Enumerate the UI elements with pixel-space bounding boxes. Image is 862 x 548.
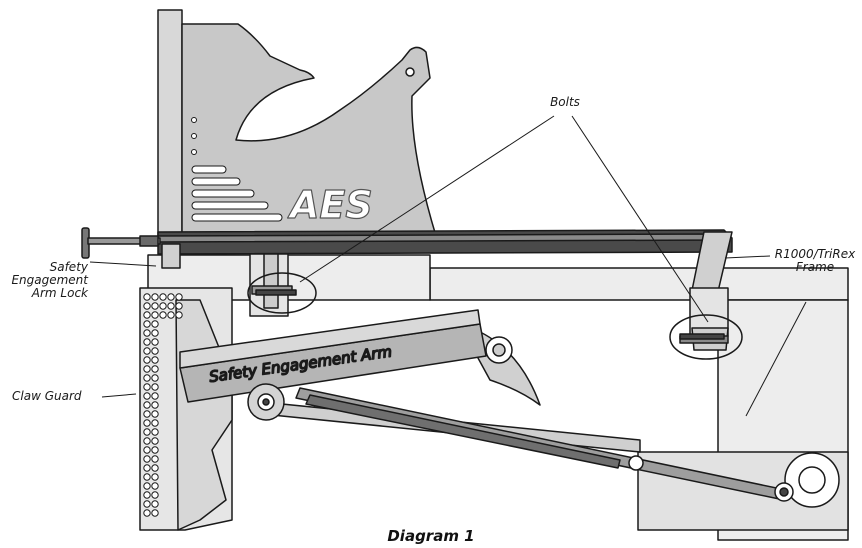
claw-guard-hole bbox=[151, 293, 159, 301]
claw-hook bbox=[475, 329, 541, 406]
main-beam bbox=[157, 229, 733, 301]
frame-label: R1000/TriRex Frame bbox=[770, 248, 860, 274]
bolts bbox=[255, 289, 725, 340]
claw-guard-hole bbox=[143, 473, 151, 481]
claw-guard-hole bbox=[151, 392, 159, 400]
plate-slot bbox=[191, 201, 269, 210]
claw-guard-hole bbox=[151, 329, 159, 337]
claw-guard-hole bbox=[143, 446, 151, 454]
plate-slot bbox=[191, 189, 255, 198]
claw-guard-holes bbox=[143, 293, 183, 517]
lock-label-line2: Engagement bbox=[11, 273, 88, 287]
claw-guard-hole bbox=[151, 446, 159, 454]
claw-guard-hole bbox=[143, 419, 151, 427]
claw-guard-hole bbox=[151, 437, 159, 445]
claw-guard-hole bbox=[151, 491, 159, 499]
claw-guard-hole bbox=[175, 311, 183, 319]
aes-plate bbox=[157, 9, 437, 237]
claw-guard-hole bbox=[175, 293, 183, 301]
claw-guard-hole bbox=[151, 482, 159, 490]
claw-guard-hole bbox=[143, 302, 151, 310]
claw-guard-hole bbox=[151, 464, 159, 472]
claw-guard-hole bbox=[151, 356, 159, 364]
frame-label-line1: R1000/TriRex bbox=[774, 247, 856, 261]
claw-guard-hole bbox=[151, 347, 159, 355]
claw-guard-hole bbox=[167, 311, 175, 319]
claw-guard-hole bbox=[143, 347, 151, 355]
claw-guard-hole bbox=[151, 383, 159, 391]
claw-guard-hole bbox=[151, 428, 159, 436]
plate-vent-slots bbox=[191, 117, 283, 222]
claw-guard-hole bbox=[143, 410, 151, 418]
plate-slot bbox=[191, 213, 283, 222]
claw-guard-hole bbox=[143, 293, 151, 301]
claw-guard-hole bbox=[159, 311, 167, 319]
claw-guard-hole bbox=[143, 365, 151, 373]
claw-guard-hole bbox=[159, 293, 167, 301]
claw-guard-hole bbox=[143, 509, 151, 517]
claw-guard-hole bbox=[151, 455, 159, 463]
t-handle-lock-pin bbox=[81, 227, 181, 269]
claw-guard-hole bbox=[151, 500, 159, 508]
claw-guard-hole bbox=[151, 401, 159, 409]
claw-guard-hole bbox=[143, 500, 151, 508]
claw-guard-hole bbox=[143, 338, 151, 346]
frame-label-line2: Frame bbox=[795, 260, 835, 274]
plate-dot bbox=[191, 149, 197, 155]
lock-label: Safety Engagement Arm Lock bbox=[2, 261, 88, 300]
bolt-circle-right bbox=[669, 314, 743, 360]
claw-guard-hole bbox=[143, 356, 151, 364]
lock-label-line1: Safety bbox=[49, 260, 88, 274]
claw-guard-hole bbox=[151, 311, 159, 319]
claw-guard-hole bbox=[151, 338, 159, 346]
claw-guard-hole bbox=[143, 401, 151, 409]
plate-slot bbox=[191, 177, 241, 186]
claw-guard-label: Claw Guard bbox=[12, 389, 82, 403]
aes-logo-text: AES bbox=[287, 183, 373, 227]
plate-dot bbox=[191, 117, 197, 123]
claw-guard-hole bbox=[143, 491, 151, 499]
claw-guard-hole bbox=[151, 365, 159, 373]
claw-guard-hole bbox=[143, 482, 151, 490]
bolt-circle-left bbox=[247, 272, 317, 314]
claw-guard-hole bbox=[159, 302, 167, 310]
claw-guard-hole bbox=[167, 293, 175, 301]
claw-guard-hole bbox=[167, 302, 175, 310]
claw-guard-hole bbox=[143, 329, 151, 337]
claw-guard-hole bbox=[175, 302, 183, 310]
claw-guard-hole bbox=[151, 509, 159, 517]
plate-dot bbox=[191, 133, 197, 139]
claw-guard-hole bbox=[151, 320, 159, 328]
claw-guard-hole bbox=[143, 455, 151, 463]
claw-guard-hole bbox=[143, 383, 151, 391]
claw-guard-hole bbox=[143, 311, 151, 319]
claw-guard-hole bbox=[151, 473, 159, 481]
lock-label-line3: Arm Lock bbox=[31, 286, 88, 300]
plate-slot bbox=[191, 165, 227, 174]
claw-guard-hole bbox=[143, 437, 151, 445]
claw-guard-hole bbox=[143, 392, 151, 400]
claw-guard-hole bbox=[143, 320, 151, 328]
safety-engagement-arm bbox=[179, 309, 487, 421]
diagram-caption: Diagram 1 bbox=[387, 527, 475, 545]
claw-guard-hole bbox=[143, 374, 151, 382]
claw-guard-hole bbox=[143, 464, 151, 472]
leader-lines bbox=[89, 115, 807, 417]
bolts-label: Bolts bbox=[550, 95, 580, 109]
claw-guard-hole bbox=[151, 374, 159, 382]
claw-guard-hole bbox=[151, 419, 159, 427]
claw-guard-hole bbox=[151, 302, 159, 310]
lower-linkage bbox=[261, 387, 794, 502]
claw-guard-hole bbox=[151, 410, 159, 418]
claw-guard-hole bbox=[143, 428, 151, 436]
